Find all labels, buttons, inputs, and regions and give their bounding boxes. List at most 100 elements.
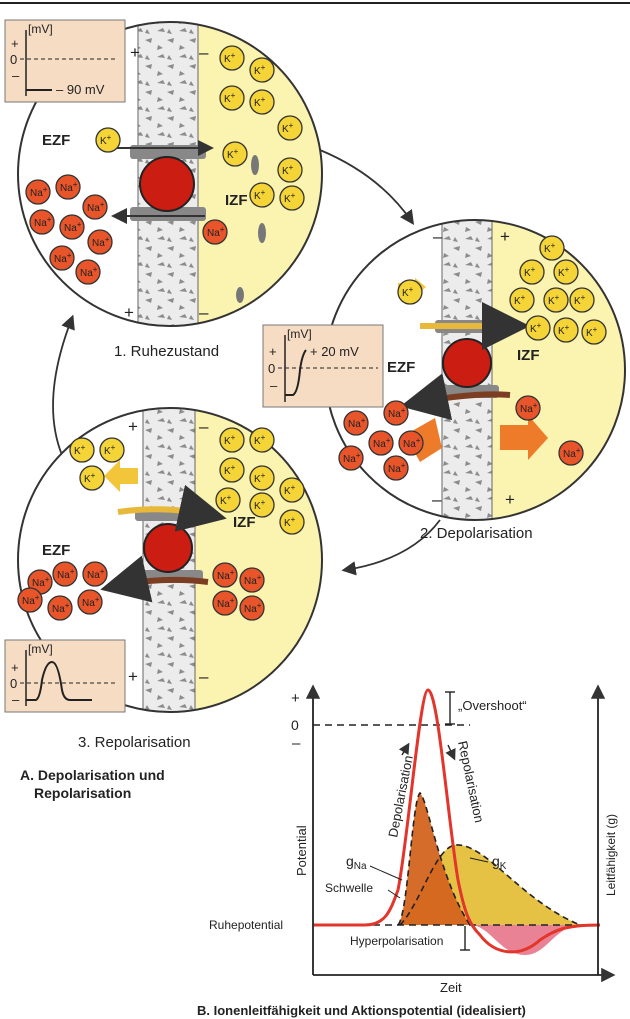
k-ion: K+	[249, 492, 275, 518]
na-ion: Na+	[77, 589, 103, 615]
svg-text:K+: K+	[574, 293, 586, 307]
k-ion: K+	[581, 319, 607, 345]
x-axis-label: Zeit	[440, 980, 462, 995]
k-ion: K+	[539, 235, 565, 261]
na-ion: Na+	[202, 219, 228, 245]
svg-text:Na+: Na+	[57, 567, 75, 581]
svg-text:Na+: Na+	[207, 225, 225, 239]
na-ion: Na+	[368, 430, 394, 456]
svg-text:K+: K+	[104, 443, 116, 457]
k-ion: K+	[277, 157, 303, 183]
inset-minus: –	[270, 378, 278, 393]
na-ion: Na+	[59, 214, 85, 240]
svg-text:Na+: Na+	[403, 436, 421, 450]
k-ion: K+	[553, 317, 579, 343]
na-ion: Na+	[87, 229, 113, 255]
svg-text:K+: K+	[524, 265, 536, 279]
svg-text:Na+: Na+	[22, 593, 40, 607]
inset-value: + 20 mV	[310, 344, 359, 359]
na-ion: Na+	[558, 440, 584, 466]
svg-text:Na+: Na+	[32, 575, 50, 589]
gna-area	[398, 793, 470, 925]
na-ion: Na+	[55, 174, 81, 200]
svg-text:K+: K+	[586, 325, 598, 339]
k-ion: K+	[519, 259, 545, 285]
na-ion: Na+	[25, 179, 51, 205]
na-ion: Na+	[383, 455, 409, 481]
svg-text:Na+: Na+	[348, 416, 366, 430]
y-zero: 0	[291, 717, 299, 733]
svg-text:K+: K+	[254, 95, 266, 109]
na-influx-big-arrow	[500, 415, 548, 460]
na-ion: Na+	[212, 562, 238, 588]
svg-text:Na+: Na+	[87, 567, 105, 581]
k-ion: K+	[525, 315, 551, 341]
membrane-plus-sign: +	[128, 417, 138, 436]
na-ion: Na+	[398, 430, 424, 456]
hyperpolarisation-area	[470, 925, 575, 955]
k-ion: K+	[215, 487, 241, 513]
k-ion: K+	[249, 182, 275, 208]
svg-text:Na+: Na+	[217, 568, 235, 582]
inset-potential-3: [mV] + 0 –	[4, 639, 126, 713]
svg-text:Na+: Na+	[563, 446, 581, 460]
organelle-mark	[236, 287, 244, 303]
gk-label: gK	[492, 853, 507, 872]
k-ion: K+	[569, 287, 595, 313]
svg-text:Na+: Na+	[82, 595, 100, 609]
inset-unit: [mV]	[28, 642, 53, 656]
svg-text:Na+: Na+	[343, 451, 361, 465]
section-a-title-line2: Repolarisation	[34, 785, 131, 801]
membrane-plus-sign: +	[505, 490, 515, 509]
section-a-title-line1: A. Depolarisation und	[20, 767, 165, 783]
ezf-label: EZF	[42, 542, 70, 559]
inset-zero: 0	[10, 676, 17, 691]
na-ion: Na+	[47, 595, 73, 621]
svg-text:K+: K+	[402, 285, 414, 299]
k-ion: K+	[79, 465, 105, 491]
membrane-minus-sign: –	[199, 417, 209, 436]
svg-text:K+: K+	[220, 493, 232, 507]
svg-text:K+: K+	[84, 471, 96, 485]
repolarisation-label: Repolarisation	[455, 740, 487, 824]
svg-text:Na+: Na+	[373, 436, 391, 450]
organelle-mark	[251, 155, 259, 175]
k-ion: K+	[249, 465, 275, 491]
svg-text:Na+: Na+	[87, 200, 105, 214]
svg-text:K+: K+	[74, 443, 86, 457]
k-ion: K+	[95, 127, 121, 153]
svg-text:K+: K+	[254, 498, 266, 512]
inset-zero: 0	[268, 361, 275, 376]
state-3-repolarisation: + – + – EZF IZF K+K+K+K+K+K+K+K+K+K+K+Na…	[4, 407, 323, 751]
svg-text:Na+: Na+	[388, 406, 406, 420]
ezf-label: EZF	[387, 359, 415, 376]
izf-label: IZF	[233, 514, 256, 531]
k-efflux-arrow	[104, 460, 138, 492]
membrane-plus-sign: +	[128, 667, 138, 686]
k-ion: K+	[69, 437, 95, 463]
ezf-label: EZF	[42, 132, 70, 149]
svg-text:Na+: Na+	[34, 215, 52, 229]
inset-unit: [mV]	[28, 22, 53, 36]
inset-potential-1: [mV] + 0 – – 90 mV	[4, 19, 126, 103]
inset-plus: +	[11, 660, 19, 675]
y-axis-label-left: Potential	[294, 825, 309, 876]
section-b-title: B. Ionenleitfähigkeit und Aktionspotenti…	[197, 1003, 526, 1018]
y-axis-label-right: Leitfähigkeit (g)	[604, 814, 618, 896]
na-ion: Na+	[82, 561, 108, 587]
state-1-resting: + – + – EZF IZF K+K+K+K+K+K+K+K+K+K+Na+N…	[4, 19, 323, 360]
k-ion: K+	[397, 279, 423, 305]
izf-label: IZF	[517, 347, 540, 364]
svg-text:K+: K+	[224, 433, 236, 447]
na-ion: Na+	[239, 567, 265, 593]
k-ion: K+	[219, 85, 245, 111]
threshold-label: Schwelle	[325, 881, 373, 895]
svg-text:K+: K+	[530, 321, 542, 335]
svg-text:Na+: Na+	[54, 251, 72, 265]
k-ion: K+	[219, 457, 245, 483]
svg-text:K+: K+	[227, 147, 239, 161]
organelle-mark	[258, 223, 266, 243]
k-ion: K+	[222, 141, 248, 167]
y-plus: +	[291, 690, 300, 707]
